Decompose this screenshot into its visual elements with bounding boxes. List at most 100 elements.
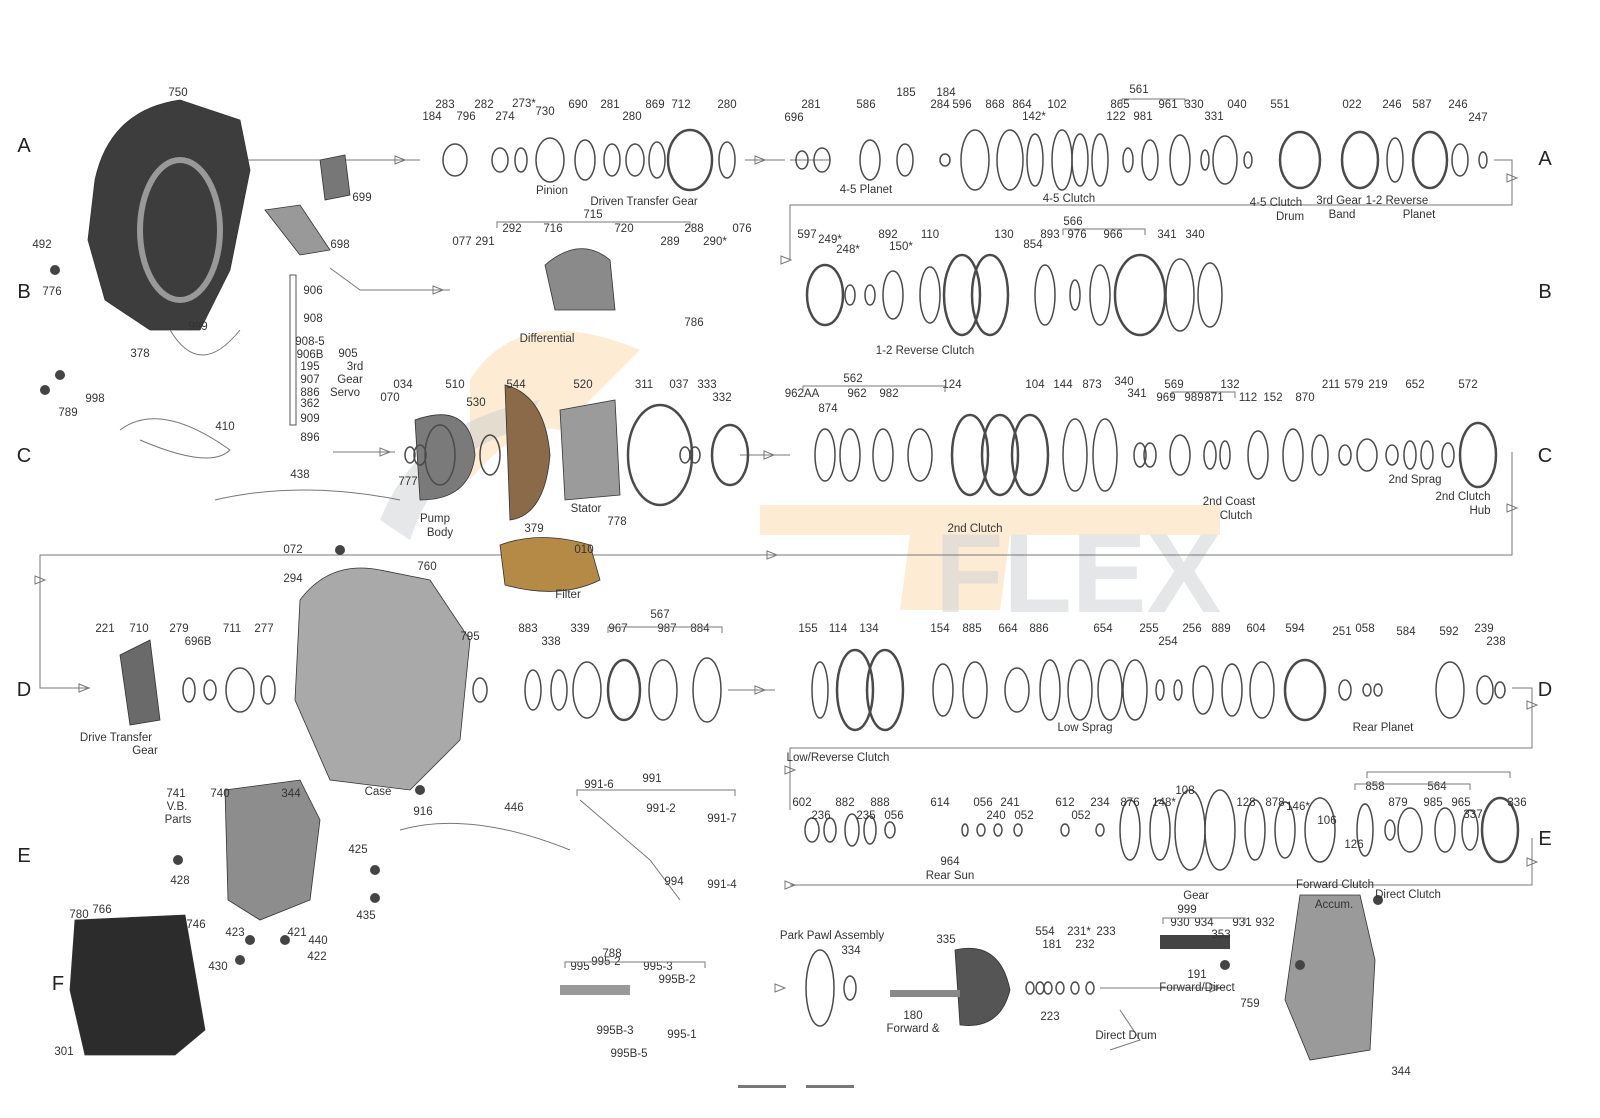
part-number-label: 077 xyxy=(452,236,471,248)
part-number-label: 492 xyxy=(32,239,51,251)
flow-line xyxy=(39,452,1513,689)
part-caption: Band xyxy=(1329,209,1356,221)
ring-part-icon xyxy=(689,446,701,464)
part-caption: 741 xyxy=(166,788,185,800)
converter-housing-bore-icon xyxy=(137,157,223,303)
ring-part-icon xyxy=(1070,981,1080,995)
ring-part-icon xyxy=(1203,440,1217,470)
ring-part-icon xyxy=(1039,659,1061,721)
part-number-label: 440 xyxy=(308,935,327,947)
ring-part-icon xyxy=(1340,130,1380,190)
part-number-label: 786 xyxy=(684,317,703,329)
ring-part-icon xyxy=(1004,667,1030,713)
part-number-label: 234 xyxy=(1090,797,1110,809)
part-number-label: 185 xyxy=(896,87,915,99)
small-part-icon xyxy=(370,865,380,875)
part-number-label: 795 xyxy=(460,631,479,643)
part-number-label: 995 xyxy=(570,961,589,973)
ring-part-icon xyxy=(864,284,876,306)
part-number-label: 291 xyxy=(475,236,494,248)
part-number-label: 999 xyxy=(1177,904,1196,916)
part-number-label: 070 xyxy=(380,392,399,404)
flow-arrow-icon xyxy=(78,683,91,693)
part-number-label: 967 xyxy=(608,623,627,635)
part-number-label: 438 xyxy=(290,469,309,481)
transmission-case-icon xyxy=(294,567,471,791)
part-caption: Gear xyxy=(132,745,158,757)
part-number-label: 184 xyxy=(936,87,956,99)
ring-part-icon xyxy=(1097,659,1123,721)
ring-part-icon xyxy=(950,413,990,497)
part-caption: Hub xyxy=(1469,505,1490,517)
small-part-icon xyxy=(235,955,245,965)
part-number-label: 034 xyxy=(393,379,413,391)
part-caption: V.B. xyxy=(167,801,188,813)
ring-part-icon xyxy=(1071,133,1089,187)
ring-part-icon xyxy=(1384,819,1396,841)
ring-part-icon xyxy=(1212,135,1238,185)
part-number-label: 720 xyxy=(614,223,633,235)
part-number-label: 102 xyxy=(1047,99,1066,111)
callout-bracket xyxy=(1121,98,1186,105)
part-number-label: 235 xyxy=(856,810,875,822)
ring-part-icon xyxy=(1461,809,1479,851)
linkage-991-icon xyxy=(579,799,681,901)
part-caption: Pinion xyxy=(536,185,568,197)
accumulator-icon xyxy=(1160,935,1230,949)
part-number-label: 696 xyxy=(784,112,803,124)
filter-icon xyxy=(499,537,601,592)
part-number-label: 231* xyxy=(1067,926,1091,938)
small-part-icon xyxy=(1295,960,1305,970)
ring-part-icon xyxy=(692,657,722,723)
part-number-label: 698 xyxy=(330,239,349,251)
part-caption: 2nd Clutch xyxy=(948,523,1003,535)
callout-bracket xyxy=(1171,391,1236,398)
ring-part-icon xyxy=(1441,442,1455,468)
part-number-label: 337 xyxy=(1463,809,1482,821)
part-number-label: 969 xyxy=(1156,392,1175,404)
part-number-label: 106 xyxy=(1317,815,1336,827)
flow-arrow-icon xyxy=(379,447,392,457)
part-number-label: 037 xyxy=(669,379,688,391)
part-number-label: 907 xyxy=(300,374,319,386)
part-number-label: 132 xyxy=(1220,379,1239,391)
ring-part-icon xyxy=(1155,679,1165,701)
part-number-label: 236 xyxy=(811,810,830,822)
part-number-label: 882 xyxy=(835,797,854,809)
part-caption: 4-5 Clutch xyxy=(1043,193,1095,205)
part-number-label: 274 xyxy=(495,111,515,123)
part-number-label: 778 xyxy=(607,516,626,528)
ring-part-icon xyxy=(804,817,820,843)
part-number-label: 154 xyxy=(930,623,950,635)
part-caption: Gear xyxy=(337,374,363,386)
part-number-label: 766 xyxy=(92,904,111,916)
part-number-label: 181 xyxy=(1042,939,1061,951)
flow-arrow-icon xyxy=(766,550,779,560)
ring-part-icon xyxy=(1249,661,1275,719)
small-part-icon xyxy=(370,893,380,903)
flow-arrow-icon xyxy=(754,155,767,165)
small-part-icon xyxy=(1373,895,1383,905)
ring-part-icon xyxy=(811,661,829,719)
small-part-icon xyxy=(415,785,425,795)
part-number-label: 108 xyxy=(1175,785,1194,797)
part-caption: Forward & xyxy=(886,1023,939,1035)
callout-bracket xyxy=(564,961,706,968)
part-number-label: 022 xyxy=(1342,99,1361,111)
ring-part-icon xyxy=(666,128,714,192)
flow-line xyxy=(789,687,1533,810)
row-label-left: E xyxy=(17,845,30,867)
ring-part-icon xyxy=(1311,434,1329,476)
part-caption: 1-2 Reverse xyxy=(1366,195,1429,207)
ring-part-icon xyxy=(1055,981,1065,995)
part-number-label: 058 xyxy=(1355,623,1374,635)
ring-part-icon xyxy=(814,428,836,482)
part-number-label: 333 xyxy=(697,379,716,391)
ring-part-icon xyxy=(1435,661,1465,719)
part-caption: 3rd xyxy=(347,361,364,373)
ring-part-icon xyxy=(843,975,857,1001)
part-number-label: 614 xyxy=(930,797,950,809)
part-caption: Clutch xyxy=(1220,510,1253,522)
part-number-label: 223 xyxy=(1040,1011,1059,1023)
